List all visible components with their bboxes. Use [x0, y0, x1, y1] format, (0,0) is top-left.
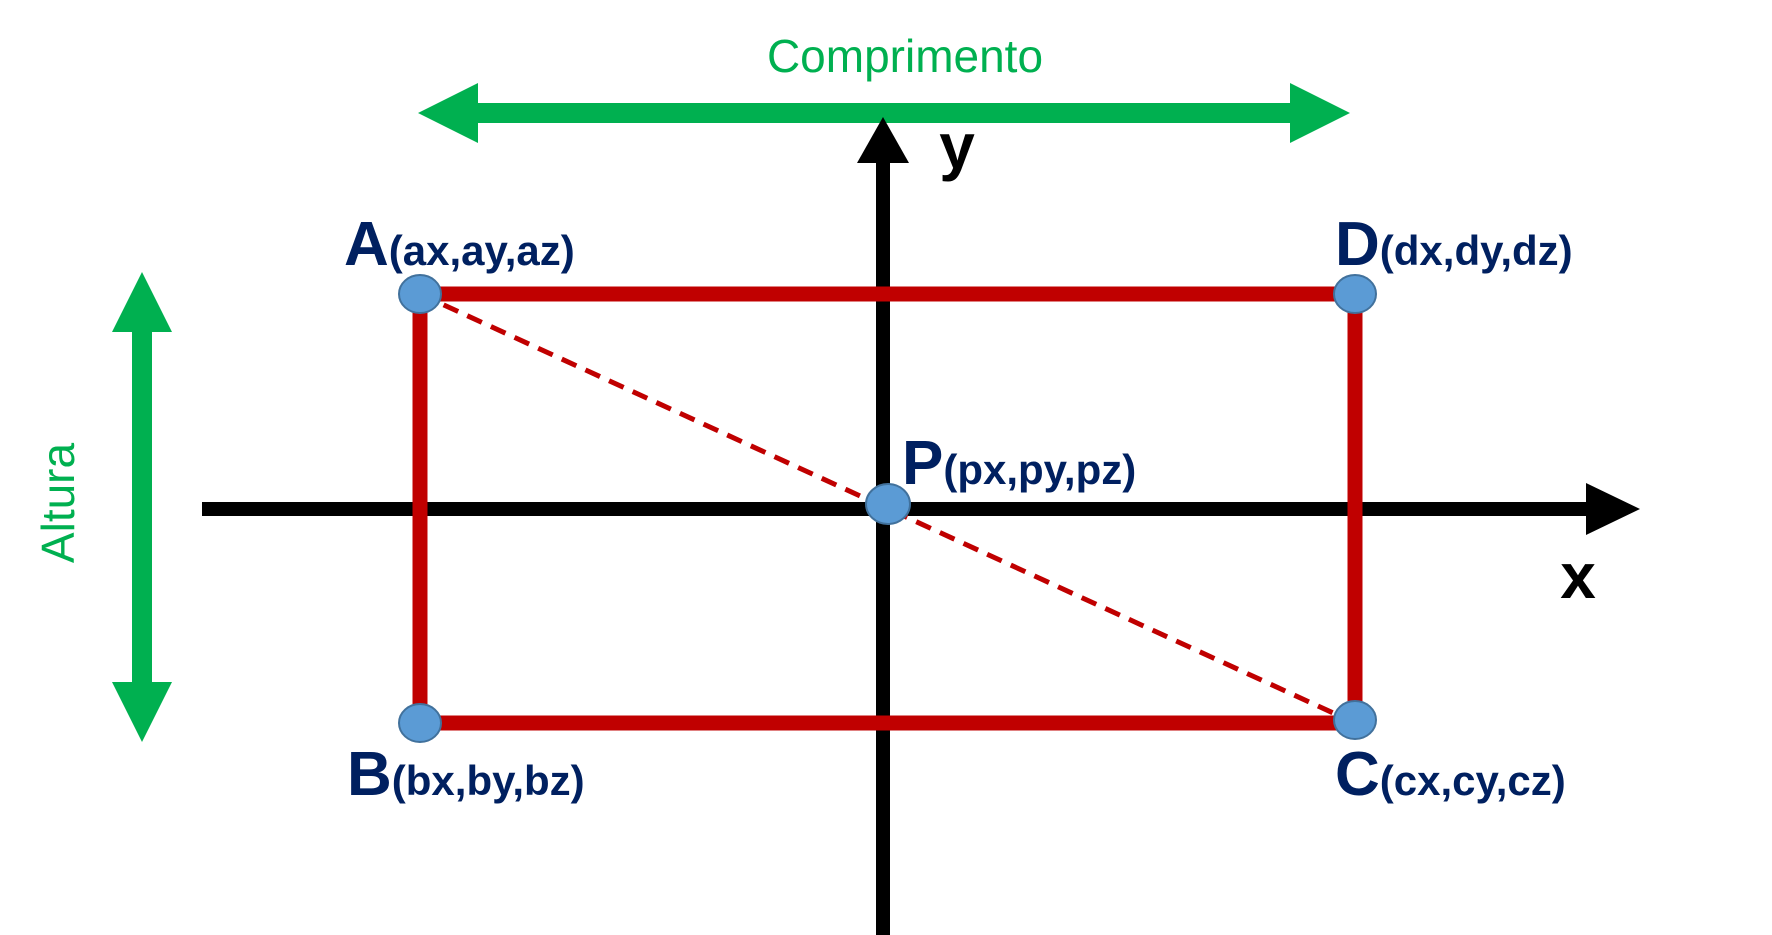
point-d-coords: (dx,dy,dz): [1380, 227, 1573, 274]
point-c-marker: [1333, 700, 1377, 740]
y-axis-label: y: [939, 110, 975, 182]
points: [398, 274, 1377, 743]
length-dimension: Comprimento: [418, 30, 1350, 143]
point-p-label: P(px,py,pz): [902, 429, 1136, 498]
height-label: Altura: [32, 443, 84, 564]
point-a-marker: [398, 274, 442, 314]
point-c-name: C: [1335, 740, 1380, 809]
x-axis-label: x: [1560, 540, 1596, 612]
height-dimension: Altura: [32, 272, 172, 742]
point-labels: A(ax,ay,az) D(dx,dy,dz) P(px,py,pz) B(bx…: [344, 210, 1573, 809]
length-arrow-right-head: [1290, 83, 1350, 143]
point-d-label: D(dx,dy,dz): [1335, 210, 1573, 279]
point-b-marker: [398, 703, 442, 743]
point-c-label: C(cx,cy,cz): [1335, 740, 1566, 809]
point-a-coords: (ax,ay,az): [389, 227, 575, 274]
point-p-coords: (px,py,pz): [943, 446, 1136, 493]
point-d-name: D: [1335, 210, 1380, 279]
height-arrow-bottom-head: [112, 682, 172, 742]
diagonal-a-c: [418, 291, 1357, 726]
y-axis-arrowhead: [857, 117, 909, 163]
rectangle: [412, 286, 1363, 731]
point-p-marker: [865, 483, 911, 525]
point-c-coords: (cx,cy,cz): [1380, 757, 1566, 804]
point-b-coords: (bx,by,bz): [392, 757, 585, 804]
x-axis-arrowhead: [1586, 483, 1640, 535]
point-a-name: A: [344, 210, 389, 279]
length-arrow-left-head: [418, 83, 478, 143]
point-b-name: B: [347, 740, 392, 809]
rectangle-outline: [412, 286, 1363, 731]
point-b-label: B(bx,by,bz): [347, 740, 585, 809]
point-p-name: P: [902, 429, 943, 498]
height-arrow-top-head: [112, 272, 172, 332]
point-a-label: A(ax,ay,az): [344, 210, 575, 279]
point-d-marker: [1333, 274, 1377, 314]
length-label: Comprimento: [767, 30, 1043, 82]
